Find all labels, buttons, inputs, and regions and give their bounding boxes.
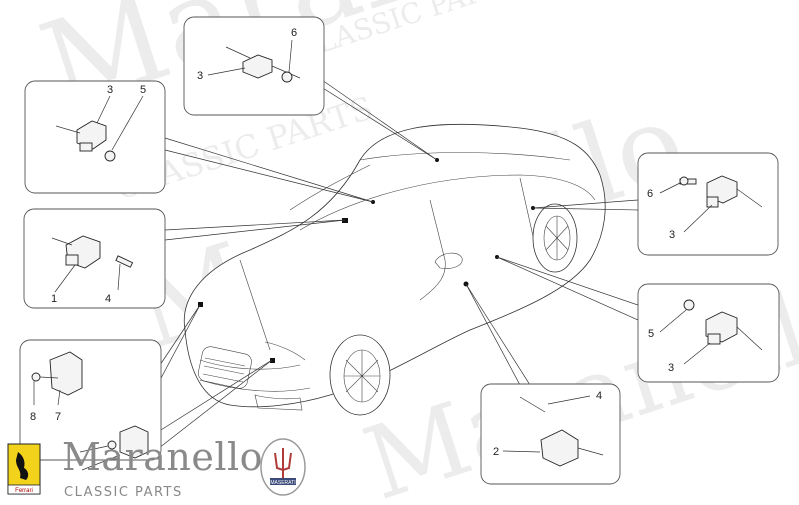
rear-wheel	[532, 203, 578, 273]
crash-sensor-part	[76, 120, 107, 150]
callout-label: 7	[55, 411, 61, 423]
detail-box-left-bottom: 8 7	[19, 339, 162, 471]
callout-label: 5	[140, 84, 146, 96]
callout-label: 6	[291, 27, 297, 39]
detail-box-right-top: 6 3	[637, 152, 779, 256]
callout-label: 8	[30, 411, 36, 423]
screw-part	[31, 372, 41, 382]
screw-part	[107, 440, 117, 450]
callout-label: 2	[493, 446, 499, 458]
callout-label: 6	[647, 188, 653, 200]
connector-part	[707, 333, 721, 345]
crash-sensor-part	[49, 351, 83, 396]
detail-box-right-mid: 5 3	[637, 283, 780, 383]
car-illustration	[183, 123, 606, 416]
connector-part	[79, 142, 93, 152]
mount-part	[65, 254, 79, 266]
crash-sensor-part	[540, 429, 579, 467]
callout-label: 1	[51, 293, 57, 305]
nut-part	[104, 150, 116, 162]
detail-box-left-top: 3 5	[24, 80, 166, 194]
screw-part	[281, 71, 293, 83]
leader-lines	[144, 79, 639, 456]
maserati-logo-text: MASERATI	[270, 480, 295, 486]
ferrari-badge-text: Ferrari	[15, 488, 33, 494]
maserati-logo: MASERATI	[260, 438, 306, 496]
crash-sensor-part	[242, 54, 273, 79]
crash-sensor-part	[119, 425, 149, 459]
connector-part	[706, 196, 719, 208]
brand-subtitle: CLASSIC PARTS	[64, 485, 183, 500]
brand-name: Maranello	[62, 435, 264, 479]
nut-part	[683, 299, 695, 311]
callout-label: 4	[105, 293, 111, 305]
detail-box-bottom-right: 4 2	[480, 383, 621, 485]
callout-label: 3	[107, 84, 113, 96]
callout-label: 3	[668, 362, 674, 374]
callout-label: 5	[648, 328, 654, 340]
callout-label: 3	[669, 229, 675, 241]
callout-label: 3	[197, 70, 203, 82]
callout-label: 4	[596, 390, 602, 402]
detail-box-left-mid: 1 4	[23, 208, 166, 309]
bolt-head-part	[679, 176, 689, 186]
ferrari-badge: Ferrari	[7, 443, 41, 495]
front-wheel	[329, 334, 391, 416]
detail-box-top-center: 6 3	[183, 16, 325, 116]
bolt-part	[115, 255, 134, 268]
